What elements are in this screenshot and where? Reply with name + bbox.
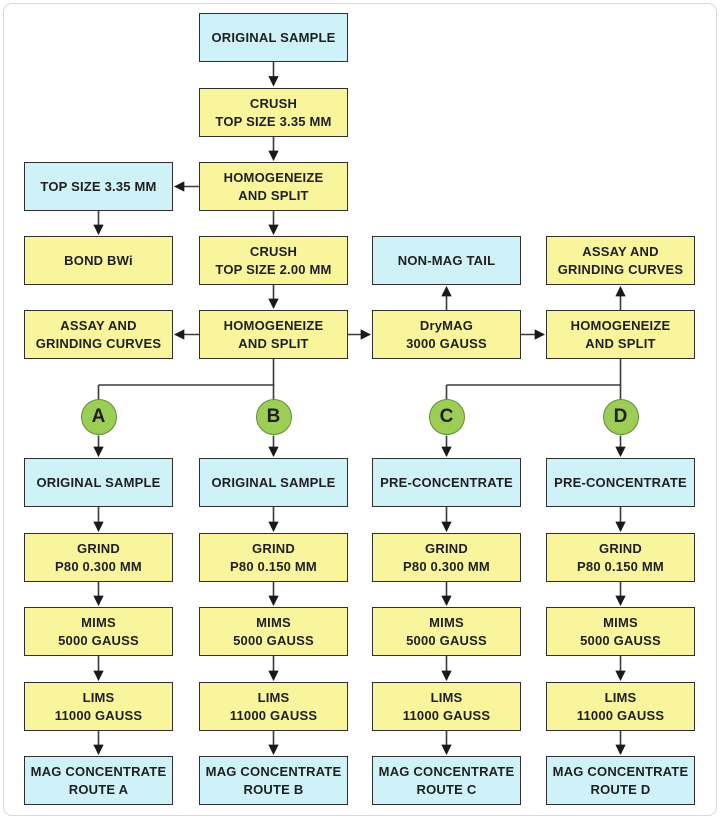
node-assay-grinding-curves-left: ASSAY AND GRINDING CURVES: [24, 310, 173, 359]
node-route-b-concentrate: MAG CONCENTRATE ROUTE B: [199, 756, 348, 805]
node-homogeneize-split-2: HOMOGENEIZE AND SPLIT: [199, 310, 348, 359]
node-route-c-grind: GRIND P80 0.300 MM: [372, 533, 521, 582]
node-route-a-concentrate: MAG CONCENTRATE ROUTE A: [24, 756, 173, 805]
node-crush-top-size-335: CRUSH TOP SIZE 3.35 MM: [199, 88, 348, 137]
node-homogeneize-split-1: HOMOGENEIZE AND SPLIT: [199, 162, 348, 211]
route-marker-c: C: [428, 399, 465, 435]
node-route-d-grind: GRIND P80 0.150 MM: [546, 533, 695, 582]
node-route-b-lims: LIMS 11000 GAUSS: [199, 682, 348, 731]
node-route-d-mims: MIMS 5000 GAUSS: [546, 607, 695, 656]
node-non-mag-tail: NON-MAG TAIL: [372, 236, 521, 285]
node-route-a-grind: GRIND P80 0.300 MM: [24, 533, 173, 582]
node-drymag-3000-gauss: DryMAG 3000 GAUSS: [372, 310, 521, 359]
node-route-b-feed: ORIGINAL SAMPLE: [199, 458, 348, 507]
node-original-sample-top: ORIGINAL SAMPLE: [199, 13, 348, 62]
node-bond-bwi: BOND BWi: [24, 236, 173, 285]
route-marker-b: B: [255, 399, 292, 435]
node-route-c-feed: PRE-CONCENTRATE: [372, 458, 521, 507]
flow-arrows: [93, 62, 626, 756]
route-marker-d: D: [602, 399, 639, 435]
node-route-c-mims: MIMS 5000 GAUSS: [372, 607, 521, 656]
node-route-b-grind: GRIND P80 0.150 MM: [199, 533, 348, 582]
node-assay-grinding-curves-right: ASSAY AND GRINDING CURVES: [546, 236, 695, 285]
node-route-b-mims: MIMS 5000 GAUSS: [199, 607, 348, 656]
node-route-d-lims: LIMS 11000 GAUSS: [546, 682, 695, 731]
node-crush-top-size-200: CRUSH TOP SIZE 2.00 MM: [199, 236, 348, 285]
branch-lines: [97, 359, 622, 401]
node-route-c-concentrate: MAG CONCENTRATE ROUTE C: [372, 756, 521, 805]
node-route-d-concentrate: MAG CONCENTRATE ROUTE D: [546, 756, 695, 805]
node-route-a-feed: ORIGINAL SAMPLE: [24, 458, 173, 507]
node-route-a-lims: LIMS 11000 GAUSS: [24, 682, 173, 731]
node-route-c-lims: LIMS 11000 GAUSS: [372, 682, 521, 731]
node-homogeneize-split-3: HOMOGENEIZE AND SPLIT: [546, 310, 695, 359]
node-top-size-335: TOP SIZE 3.35 MM: [24, 162, 173, 211]
node-route-a-mims: MIMS 5000 GAUSS: [24, 607, 173, 656]
route-marker-a: A: [80, 399, 117, 435]
node-route-d-feed: PRE-CONCENTRATE: [546, 458, 695, 507]
